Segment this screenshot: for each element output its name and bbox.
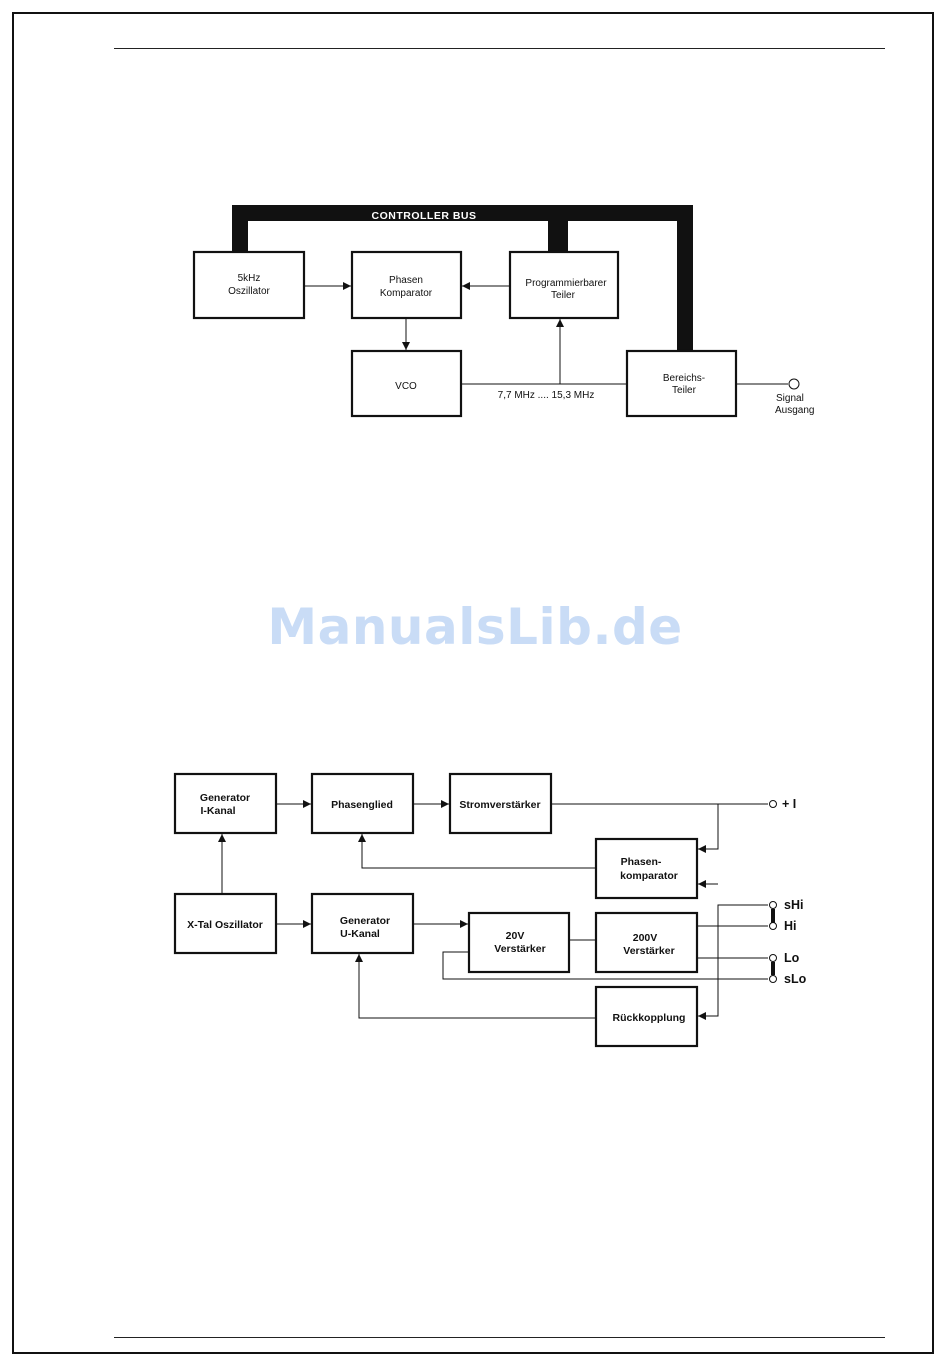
oscillator-5khz-block: 5kHz Oszillator (192, 250, 306, 320)
crystal-oscillator-block: X-Tal Oszillator (173, 892, 278, 955)
programmable-divider-label-line2: Teiler (551, 290, 576, 301)
generator-i-label-line1: Generator (200, 792, 250, 804)
amplifier-20v-block: 20V Verstärker (467, 911, 571, 974)
generator-u-label-line1: Generator (340, 915, 390, 927)
current-amplifier-label: Stromverstärker (459, 799, 540, 811)
watermark: ManualsLib.de (267, 598, 683, 656)
shi-hi-link (771, 909, 775, 923)
phase-comparator-label-line1: Phasen (389, 275, 423, 286)
generator-u-channel-block: Generator U-Kanal (310, 892, 415, 955)
terminal-slo-label: sLo (784, 972, 807, 986)
diagram1-connections (304, 282, 800, 390)
terminal-plus-i-label: + I (782, 797, 796, 811)
range-divider-label-line1: Bereichs- (663, 373, 705, 384)
range-divider-label-line2: Teiler (672, 385, 697, 396)
range-divider-block: Bereichs- Teiler (625, 349, 738, 418)
lo-slo-link (771, 962, 775, 975)
controller-bus-label: CONTROLLER BUS (372, 210, 477, 222)
terminal-hi (769, 922, 777, 930)
amplifier-200v-block: 200V Verstärker (594, 911, 699, 974)
sense-to-feedback-arrow (698, 904, 768, 1020)
terminal-shi (769, 901, 777, 909)
slo-reference-line (442, 951, 768, 980)
header-rule (114, 48, 885, 49)
oscillator-label-line1: 5kHz (238, 273, 261, 284)
signal-output-terminal (788, 378, 800, 390)
vco-block: VCO (350, 349, 463, 418)
generator-i-label-line2: I-Kanal (200, 805, 235, 817)
programmable-divider-block: Programmierbarer Teiler (508, 250, 620, 320)
amplifier-200v-label-line2: Verstärker (623, 945, 674, 957)
terminal-shi-label: sHi (784, 898, 803, 912)
amplifier-20v-label-line2: Verstärker (494, 943, 545, 955)
calibrator-diagram: Generator I-Kanal Phasenglied Stromverst… (173, 772, 807, 1048)
terminal-lo (769, 954, 777, 962)
phase-shifter-label: Phasenglied (331, 799, 393, 811)
page-border (12, 12, 934, 1354)
crystal-oscillator-label: X-Tal Oszillator (187, 919, 263, 931)
frequency-range-label: 7,7 MHz .... 15,3 MHz (498, 390, 595, 401)
terminal-slo (769, 975, 777, 983)
terminal-lo-label: Lo (784, 951, 800, 965)
footer-rule (114, 1337, 885, 1338)
signal-output-label-line1: Signal (776, 393, 804, 404)
phase-comparator-2-block: Phasen- komparator (594, 837, 699, 900)
feedback-label: Rückkopplung (613, 1012, 686, 1024)
phase-shifter-block: Phasenglied (310, 772, 415, 835)
phase-comparator-2-label-line2: komparator (620, 870, 678, 882)
current-amplifier-block: Stromverstärker (448, 772, 553, 835)
phase-comparator-label-line2: Komparator (380, 288, 433, 299)
terminal-hi-label: Hi (784, 919, 797, 933)
phase-comparator-2-label-line1: Phasen- (621, 856, 662, 868)
terminal-plus-i (769, 800, 777, 808)
phase-comparator-block: Phasen Komparator (350, 250, 463, 320)
feedback-block: Rückkopplung (594, 985, 699, 1048)
comparator-to-phaseshifter-arrow (358, 834, 596, 869)
generator-i-channel-block: Generator I-Kanal (173, 772, 278, 835)
vco-label: VCO (395, 381, 417, 392)
oscillator-label-line2: Oszillator (228, 286, 270, 297)
generator-u-label-line2: U-Kanal (340, 928, 380, 940)
current-sense-to-comparator-arrow (698, 804, 719, 853)
signal-output-label-line2: Ausgang (775, 405, 814, 416)
amplifier-20v-label-line1: 20V (506, 930, 525, 942)
frequency-synthesizer-diagram: CONTROLLER BUS 5kHz Oszillator Phasen Ko… (192, 205, 814, 418)
amplifier-200v-label-line1: 200V (633, 932, 658, 944)
controller-bus: CONTROLLER BUS (232, 205, 693, 351)
feedback-to-gen-u-arrow (355, 954, 596, 1019)
programmable-divider-label-line1: Programmierbarer (525, 278, 607, 289)
